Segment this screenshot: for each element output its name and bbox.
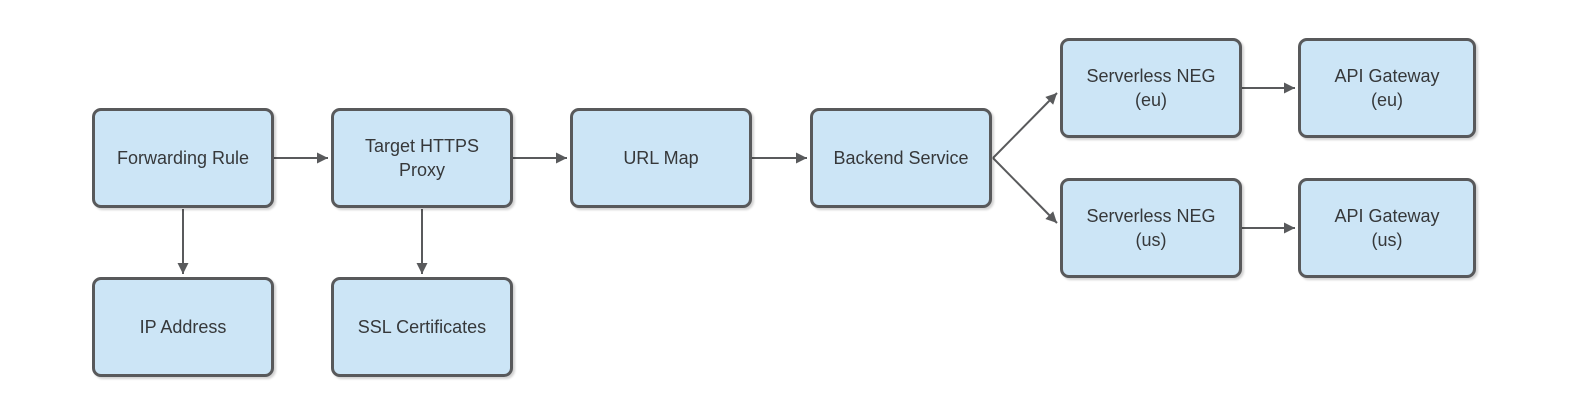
node-serverless-neg-us-label: Serverless NEG (us) [1086, 206, 1216, 250]
node-url-map[interactable]: URL Map [570, 108, 752, 208]
node-serverless-neg-eu-label: Serverless NEG (eu) [1086, 66, 1216, 110]
edge-backend-service-to-serverless-neg-eu [992, 92, 1058, 159]
node-serverless-neg-us[interactable]: Serverless NEG (us) [1060, 178, 1242, 278]
node-serverless-neg-eu[interactable]: Serverless NEG (eu) [1060, 38, 1242, 138]
node-ssl-certificates[interactable]: SSL Certificates [331, 277, 513, 377]
node-url-map-label: URL Map [623, 148, 699, 168]
node-ip-address-label: IP Address [139, 317, 227, 337]
node-forwarding-rule[interactable]: Forwarding Rule [92, 108, 274, 208]
node-api-gateway-us[interactable]: API Gateway (us) [1298, 178, 1476, 278]
node-target-https-proxy-label: Target HTTPS Proxy [364, 136, 480, 180]
node-target-https-proxy[interactable]: Target HTTPS Proxy [331, 108, 513, 208]
node-ip-address[interactable]: IP Address [92, 277, 274, 377]
node-backend-service[interactable]: Backend Service [810, 108, 992, 208]
node-api-gateway-us-label: API Gateway (us) [1334, 206, 1440, 250]
node-forwarding-rule-label: Forwarding Rule [116, 148, 250, 168]
node-backend-service-label: Backend Service [833, 148, 969, 168]
node-ssl-certificates-label: SSL Certificates [357, 317, 487, 337]
edge-backend-service-to-serverless-neg-us [992, 157, 1058, 224]
node-api-gateway-eu[interactable]: API Gateway (eu) [1298, 38, 1476, 138]
node-api-gateway-eu-label: API Gateway (eu) [1334, 66, 1440, 110]
